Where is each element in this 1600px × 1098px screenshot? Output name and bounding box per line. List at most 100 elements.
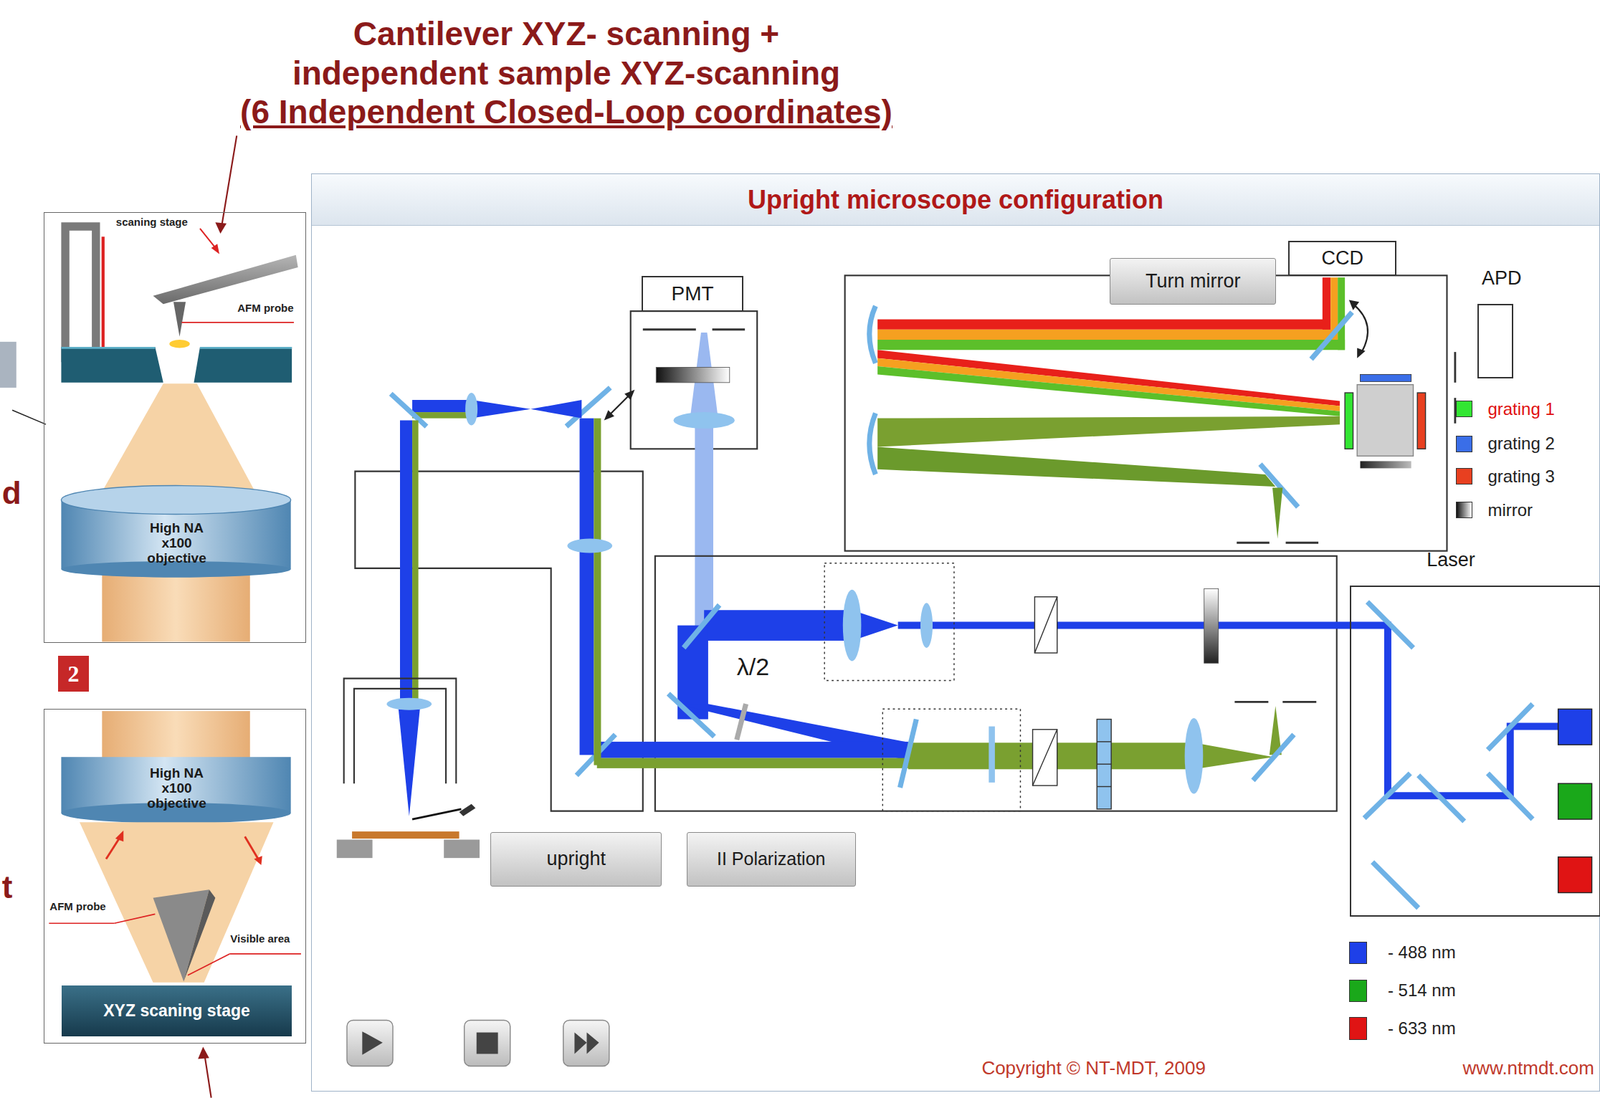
panel-header: Upright microscope configuration [311, 174, 1600, 226]
optics-bench-part [397, 703, 421, 817]
panel-title: Upright microscope configuration [747, 184, 1164, 215]
optics-bench-part [1096, 786, 1112, 788]
optics-bench-part [824, 563, 955, 682]
player-buttons [346, 1020, 610, 1066]
cropped-text: d [2, 475, 22, 512]
probe-illustration-2-part [101, 711, 250, 760]
cropped-text: t [2, 869, 13, 907]
probe-illustration-2-part [253, 855, 262, 866]
spectrometer [845, 275, 1456, 551]
probe-illustration-1-part [101, 236, 105, 357]
legend-swatch [1349, 941, 1368, 965]
leader-arrow-part [204, 1055, 211, 1098]
optics-bench-part [412, 809, 461, 820]
pmt-unit [630, 311, 758, 628]
optics-bench-part [1032, 729, 1058, 786]
probe-illustration-1-part [60, 346, 155, 350]
objective-label-box: High NA x100 objective [113, 760, 241, 817]
laser-sources-part [1372, 862, 1419, 909]
probe-illustration-1-part [200, 228, 217, 249]
leader-arrow-part [215, 222, 227, 234]
optics-bench-part [1096, 741, 1112, 742]
legend-label: grating 1 [1487, 399, 1555, 420]
spectrometer-part [869, 306, 876, 364]
objective-label-box: High NA x100 objective [113, 513, 241, 574]
optics-bench-part [1096, 763, 1112, 765]
spectrometer-part [877, 358, 1340, 412]
player-buttons-part [586, 1032, 599, 1055]
probe-illustration-1-part [169, 339, 190, 348]
box-label: 2 [67, 660, 79, 688]
probe-illustration-1-part [153, 255, 299, 304]
spectrometer-part [1337, 277, 1345, 350]
probe-illustration-1-part [101, 566, 250, 642]
leader-arrow-part [222, 135, 238, 225]
legend-swatch [1455, 435, 1473, 453]
optics-bench-part [597, 741, 909, 759]
optics-bench-part [624, 389, 635, 400]
callout-badge: 2 [58, 655, 89, 692]
figure-panel: scaning stageAFM probeHigh NA x100 objec… [43, 212, 307, 644]
spectrometer-part [845, 275, 1448, 551]
copyright-note: Copyright © NT-MDT, 2009 [981, 1058, 1206, 1080]
optics-bench-part [988, 726, 995, 783]
optics-bench-part [1034, 597, 1057, 654]
optics-bench-part [920, 602, 933, 649]
laser-sources [1364, 602, 1592, 909]
laser-sources-part [1558, 783, 1593, 820]
optics-bench-part [655, 556, 1337, 812]
optics-bench-part [1034, 597, 1057, 654]
scanning-stage: XYZ scaning stage [61, 985, 292, 1037]
optics-bench-part [1032, 729, 1058, 786]
probe-illustration-2-part [79, 822, 274, 983]
toggle-button: upright [490, 832, 662, 887]
optics-bench [336, 387, 1559, 859]
optics-bench-part [597, 758, 909, 769]
box-label: High NA x100 objective [141, 766, 213, 812]
spectrometer-part [1417, 392, 1426, 449]
unit-label: Laser [1426, 549, 1476, 572]
optics-bench-part [898, 625, 1559, 797]
optics-bench-part [400, 420, 413, 704]
probe-illustration-2-part [183, 889, 216, 982]
spectrometer-part [1272, 487, 1283, 539]
spectrometer-part [1356, 347, 1365, 358]
laser-box: Laser [1349, 585, 1600, 918]
spectrometer-part [1359, 460, 1411, 469]
spectrometer-part [877, 366, 1340, 417]
optics-bench-part [668, 693, 714, 737]
part-label: AFM probe [237, 301, 294, 314]
probe-illustration-1-part [173, 301, 186, 337]
optics-bench-part [899, 719, 917, 788]
box-label: High NA x100 objective [141, 521, 213, 567]
optics-bench-part [354, 688, 446, 784]
probe-illustration-2-part [229, 953, 302, 955]
optics-bench-part [1184, 718, 1204, 794]
optics-bench-part [459, 804, 476, 817]
detector-box: APD [1477, 303, 1514, 379]
laser-sources-part [1367, 602, 1413, 649]
spectrometer-part [869, 413, 876, 475]
legend-swatch [1455, 468, 1473, 485]
probe-illustration-1-part [60, 486, 291, 515]
detector-box: PMT [641, 275, 744, 312]
box-label: PMT [671, 282, 714, 306]
optics-bench-part [386, 698, 432, 711]
spectrometer-part [1349, 299, 1360, 310]
optics-bench-part [1096, 719, 1112, 810]
pmt-unit-part [673, 412, 735, 429]
spectrometer-part [1311, 312, 1352, 360]
probe-illustration-1-part [181, 321, 294, 324]
optics-bench-part [336, 840, 373, 859]
player-buttons-part [574, 1032, 587, 1055]
component-label: λ/2 [736, 653, 770, 682]
optics-bench-part [412, 420, 419, 704]
spectrometer-part [1453, 351, 1456, 383]
optics-bench-part [683, 605, 720, 649]
figure-panel: AFM probeVisible areaHigh NA x100 object… [43, 708, 307, 1044]
probe-illustration-2-part [187, 954, 230, 976]
laser-sources-part [1487, 703, 1533, 750]
probe-illustration-1 [60, 222, 298, 642]
legend-label: - 514 nm [1387, 980, 1456, 1001]
optics-bench-part [593, 418, 601, 766]
